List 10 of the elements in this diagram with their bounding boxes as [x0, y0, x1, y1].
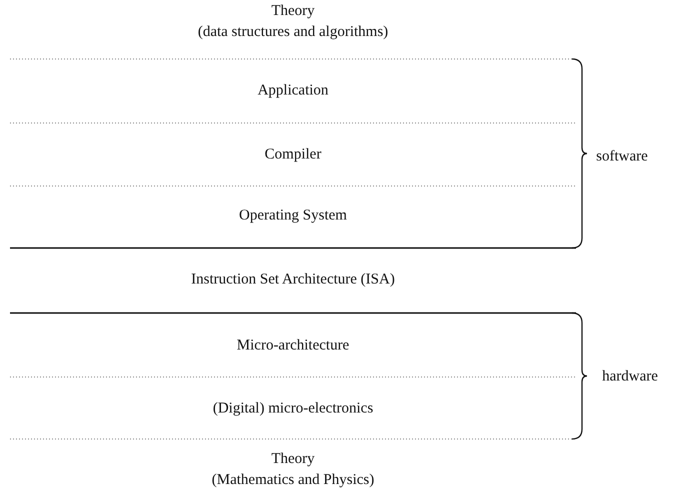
layer-label: Micro-architecture — [236, 336, 350, 356]
layer-label: Theory (data structures and algorithms) — [198, 2, 388, 42]
layer-label: Theory (Mathematics and Physics) — [212, 450, 374, 490]
layer-label: Application — [258, 82, 328, 100]
group-label: hardware — [602, 368, 658, 386]
layer-label: Instruction Set Architecture (ISA) — [191, 270, 395, 290]
layer-label: (Digital) micro-electronics — [212, 400, 374, 418]
group-label: software — [596, 148, 648, 166]
layer-label: Compiler — [264, 146, 322, 164]
layer-label: Operating System — [239, 206, 347, 226]
